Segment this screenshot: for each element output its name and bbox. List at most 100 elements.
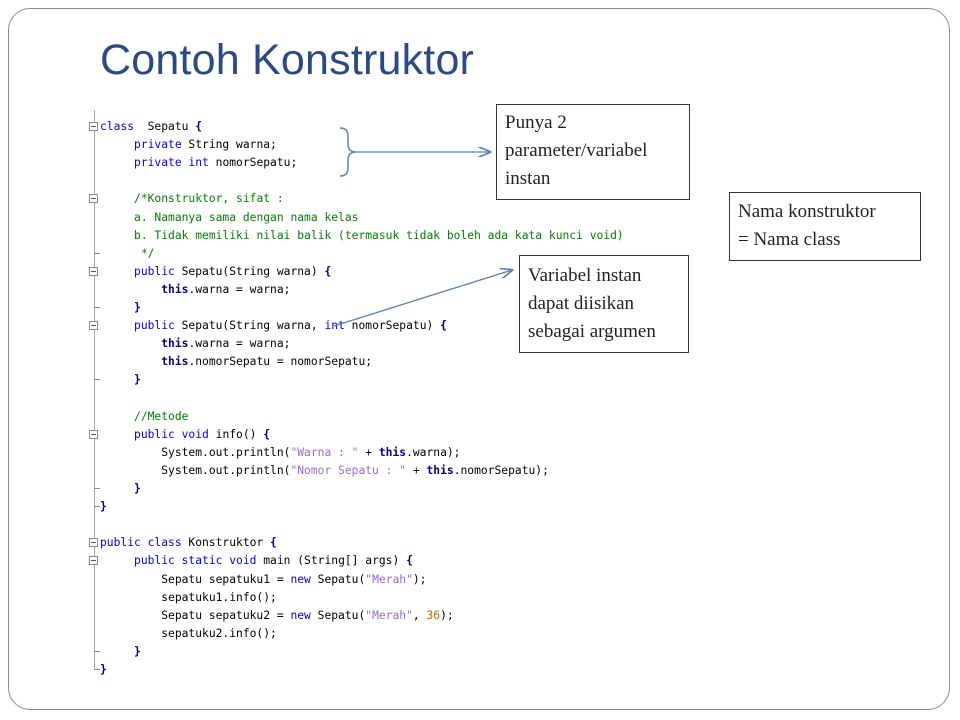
code-token: {: [406, 554, 413, 568]
code-token: }: [100, 663, 107, 676]
code-token: System.out.println(: [100, 445, 291, 459]
code-token: /*Konstruktor, sifat :: [134, 192, 284, 206]
code-text: this.nomorSepatu = nomorSepatu;: [100, 353, 372, 371]
code-text: }: [100, 299, 141, 317]
fold-toggle-icon[interactable]: [89, 556, 98, 566]
fold-end-icon: [94, 252, 100, 254]
code-token: +: [406, 463, 427, 477]
code-line: System.out.println("Nomor Sepatu : " + t…: [86, 462, 712, 480]
code-line: public class Konstruktor {: [86, 534, 712, 552]
code-text: }: [100, 643, 141, 661]
code-token: System.out.println(: [100, 463, 291, 477]
code-text: public Sepatu(String warna, int nomorSep…: [100, 317, 447, 335]
fold-toggle-icon[interactable]: [89, 194, 98, 204]
code-token: Sepatu sepatuku2 =: [100, 608, 291, 622]
code-token: .warna);: [406, 445, 461, 459]
slide-title: Contoh Konstruktor: [100, 36, 475, 84]
code-text: Sepatu sepatuku1 = new Sepatu("Merah");: [100, 571, 426, 589]
fold-gutter: [94, 110, 95, 670]
code-line: Sepatu sepatuku1 = new Sepatu("Merah");: [86, 571, 712, 589]
code-line: }: [86, 371, 712, 389]
code-token: int: [181, 156, 209, 170]
code-editor: class Sepatu { private String warna; pri…: [86, 110, 714, 676]
code-line: public void info() {: [86, 426, 712, 444]
code-line: //Metode: [86, 408, 712, 426]
fold-toggle-icon[interactable]: [89, 538, 98, 548]
callout-args-line3: sebagai argumen: [528, 321, 656, 342]
code-text: class Sepatu {: [100, 118, 202, 136]
code-text: private int nomorSepatu;: [100, 154, 297, 172]
code-token: Sepatu(String warna,: [174, 319, 325, 333]
code-token: Sepatu: [134, 120, 196, 133]
code-token: }: [134, 373, 141, 387]
code-text: System.out.println("Warna : " + this.war…: [100, 444, 461, 462]
code-line: }: [86, 498, 712, 516]
code-line: private String warna;: [86, 136, 712, 154]
code-token: a. Namanya sama dengan nama kelas: [134, 210, 359, 224]
code-token: public static void: [134, 554, 257, 568]
fold-end-icon: [94, 488, 100, 489]
fold-end-icon: [94, 379, 100, 381]
code-line: }: [86, 299, 712, 317]
callout-name-line2: = Nama class: [738, 229, 841, 250]
code-text: public void info() {: [100, 426, 270, 444]
code-token: this: [161, 355, 189, 369]
code-line: class Sepatu {: [86, 118, 712, 136]
fold-toggle-icon[interactable]: [89, 266, 98, 276]
code-token: "Merah": [365, 608, 413, 622]
code-text: b. Tidak memiliki nilai balik (termasuk …: [100, 227, 624, 245]
fold-toggle-icon[interactable]: [89, 321, 98, 331]
fold-end-icon: [94, 650, 100, 652]
code-token: main (String[] args): [256, 554, 407, 568]
code-line: public Sepatu(String warna) {: [86, 263, 712, 281]
code-token: }: [134, 644, 141, 658]
code-token: .nomorSepatu = nomorSepatu;: [188, 355, 373, 369]
callout-args: Variabel instan dapat diisikan sebagai a…: [519, 255, 689, 353]
code-line: sepatuku1.info();: [86, 589, 712, 607]
args-arrow: [333, 270, 512, 327]
code-token: public void: [134, 427, 209, 441]
code-line: */: [86, 245, 712, 263]
code-token: public: [134, 264, 175, 278]
code-line: /*Konstruktor, sifat :: [86, 190, 712, 208]
code-line: }: [86, 661, 712, 679]
code-line: sepatuku2.info();: [86, 625, 712, 643]
code-line: this.warna = warna;: [86, 281, 712, 299]
code-token: {: [324, 264, 332, 278]
code-token: this: [426, 463, 454, 477]
code-token: Sepatu(String warna): [174, 264, 325, 278]
code-text: }: [100, 371, 141, 389]
code-token: "Nomor Sepatu : ": [290, 463, 407, 477]
code-token: this: [378, 445, 407, 459]
fold-end-icon: [94, 307, 100, 308]
code-text: a. Namanya sama dengan nama kelas: [100, 209, 358, 227]
fold-toggle-icon[interactable]: [89, 122, 98, 131]
code-line: private int nomorSepatu;: [86, 154, 712, 172]
code-token: nomorSepatu;: [208, 156, 298, 170]
code-token: private: [134, 156, 182, 170]
code-text: */: [100, 245, 155, 263]
callout-name: Nama konstruktor = Nama class: [729, 192, 921, 261]
brace-icon: [339, 127, 357, 177]
code-token: class: [100, 120, 135, 133]
code-token: public class: [100, 536, 182, 550]
code-token: );: [440, 608, 454, 622]
code-token: */: [140, 246, 155, 260]
code-token: ,: [412, 608, 427, 622]
code-text: this.warna = warna;: [100, 335, 290, 353]
code-token: "Merah": [365, 572, 413, 586]
code-token: new: [290, 608, 311, 622]
code-text: public class Konstruktor {: [100, 534, 277, 552]
code-text: this.warna = warna;: [100, 281, 290, 299]
code-token: sepatuku1.info();: [100, 590, 277, 604]
code-token: //Metode: [134, 409, 189, 423]
code-token: {: [195, 120, 203, 133]
fold-toggle-icon[interactable]: [89, 429, 98, 439]
code-line: a. Namanya sama dengan nama kelas: [86, 209, 712, 227]
code-text: Sepatu sepatuku2 = new Sepatu("Merah", 3…: [100, 607, 454, 625]
code-line: this.nomorSepatu = nomorSepatu;: [86, 353, 712, 371]
code-token: Sepatu(: [310, 572, 366, 586]
code-text: }: [100, 480, 141, 498]
code-text: System.out.println("Nomor Sepatu : " + t…: [100, 462, 549, 480]
